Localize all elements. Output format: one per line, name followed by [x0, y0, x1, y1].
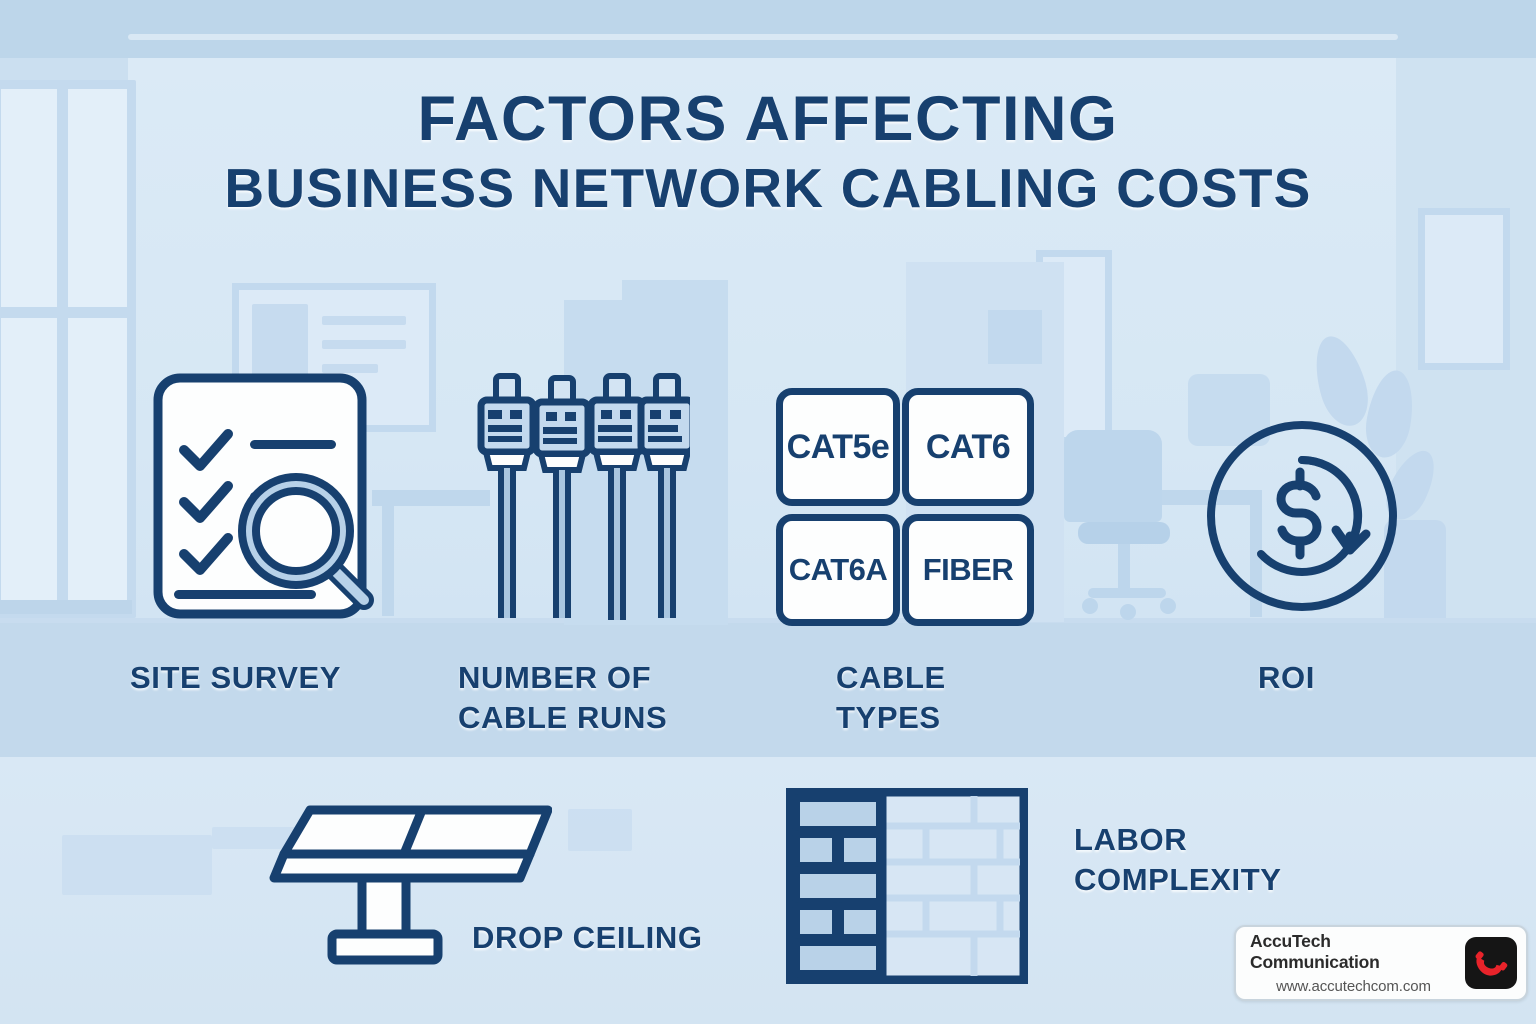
ceiling-bevel-right [1478, 0, 1536, 58]
desk-left-leg [382, 506, 394, 616]
band-ghost-block-2 [212, 827, 304, 849]
brick-wall-icon [785, 787, 1029, 985]
factor-label-cable-runs-line1: NUMBER OF [458, 660, 652, 695]
cable-type-tile-cat6a[interactable]: CAT6A [776, 514, 900, 626]
brand-name: AccuTech Communication [1250, 931, 1380, 972]
office-window [0, 80, 136, 618]
wall-floor-divider [0, 618, 1536, 623]
page-title: FACTORS AFFECTING BUSINESS NETWORK CABLI… [0, 86, 1536, 220]
brand-text: AccuTech Communication www.accutechcom.c… [1236, 931, 1465, 995]
floor [0, 620, 1536, 757]
brand-url: www.accutechcom.com [1276, 978, 1431, 995]
dollar-return-icon [1204, 418, 1400, 614]
desk-left [372, 490, 490, 506]
ceiling [0, 0, 1536, 58]
factor-label-labor-complexity: LABOR COMPLEXITY [1074, 820, 1474, 899]
title-line-1: FACTORS AFFECTING [417, 84, 1119, 154]
factor-label-drop-ceiling: DROP CEILING [472, 920, 703, 955]
window-mullion-vertical [57, 89, 68, 609]
magnifier-icon [234, 468, 384, 620]
title-line-2: BUSINESS NETWORK CABLING COSTS [224, 157, 1312, 220]
wall-picture-left-content [252, 300, 412, 400]
band-ghost-block-1 [62, 835, 212, 895]
cable-type-tile-cat6[interactable]: CAT6 [902, 388, 1034, 506]
cabinet-panel [988, 310, 1042, 364]
factor-label-roi: ROI [1258, 660, 1315, 695]
brand-logo[interactable]: AccuTech Communication www.accutechcom.c… [1234, 925, 1528, 1001]
ceiling-panel-icon [262, 796, 553, 968]
factor-label-cable-types-line1: CABLE [836, 660, 946, 695]
rj45-cables-icon [470, 372, 697, 624]
factor-label-cable-runs: NUMBER OF CABLE RUNS [458, 658, 758, 737]
band-ghost-block-3 [568, 809, 632, 851]
ceiling-light-strip [128, 34, 1398, 40]
factor-label-labor-line2: COMPLEXITY [1074, 861, 1282, 897]
factor-label-cable-types: CABLE TYPES [836, 658, 1096, 737]
wall-picture-right [1418, 208, 1510, 370]
factor-label-site-survey: SITE SURVEY [130, 660, 342, 695]
factor-label-labor-line1: LABOR [1074, 822, 1188, 857]
window-sill [0, 600, 132, 614]
cable-type-tile-cat5e[interactable]: CAT5e [776, 388, 900, 506]
factor-label-cable-types-line2: TYPES [836, 699, 941, 735]
ceiling-bevel-left [0, 0, 58, 58]
factor-label-cable-runs-line2: CABLE RUNS [458, 699, 668, 735]
phone-handset-icon [1465, 937, 1517, 989]
bottom-band [0, 757, 1536, 1024]
cable-type-tile-fiber[interactable]: FIBER [902, 514, 1034, 626]
window-mullion-horizontal [1, 307, 127, 318]
